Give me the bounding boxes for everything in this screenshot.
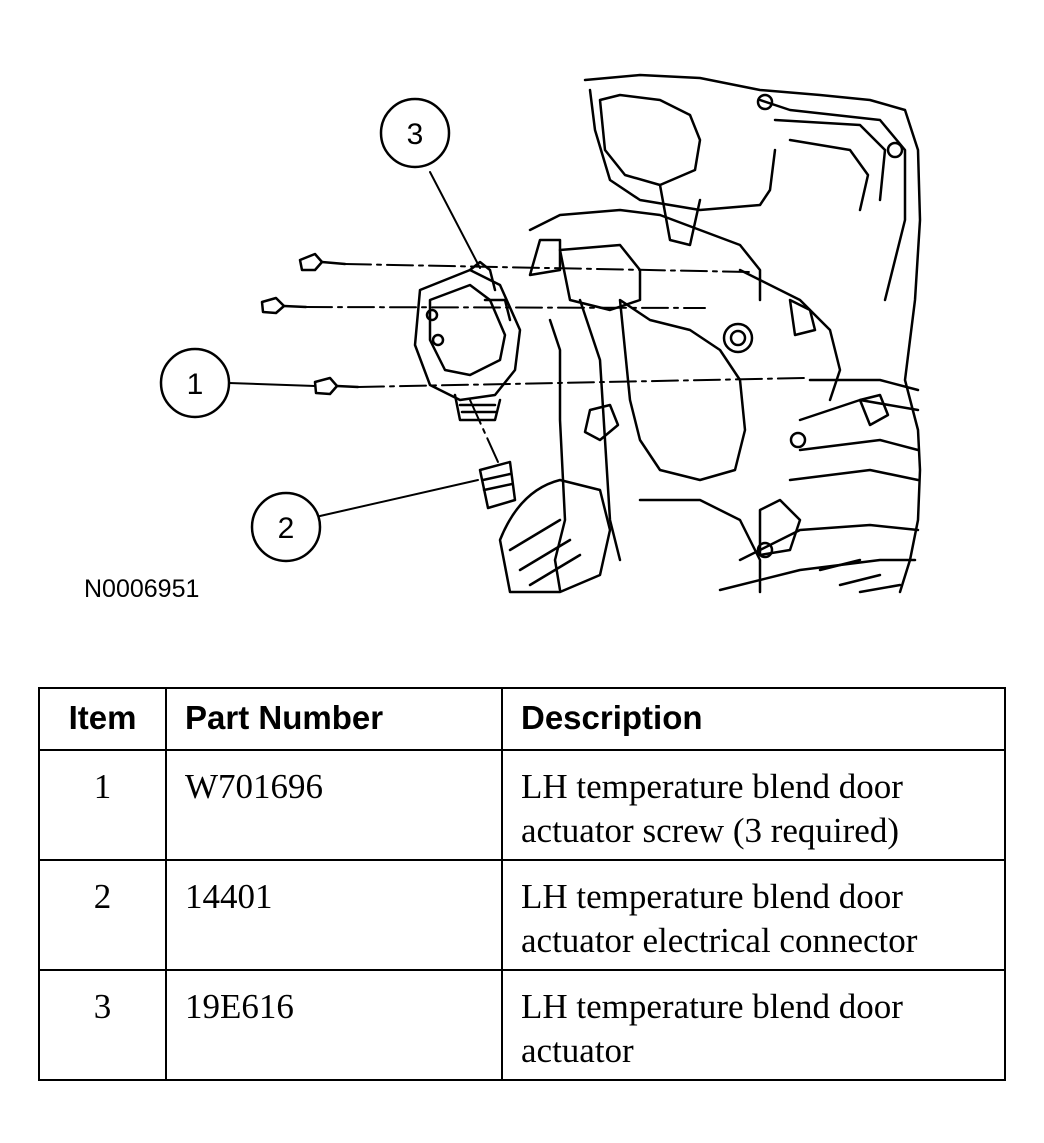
cell-description: LH temperature blend door actuator screw … [501, 749, 1006, 861]
description-line: actuator electrical connector [521, 921, 918, 960]
electrical-connector [478, 460, 517, 510]
header-part-number: Part Number [165, 687, 503, 751]
table-row: 2 14401 LH temperature blend door actuato… [38, 859, 1006, 971]
callout-2-number: 2 [278, 512, 295, 545]
cell-part-number: 14401 [165, 859, 503, 971]
cell-item: 1 [38, 749, 167, 861]
callout-3-number: 3 [407, 118, 424, 151]
cell-item: 2 [38, 859, 167, 971]
leader-lines [228, 171, 481, 517]
cell-description: LH temperature blend door actuator electr… [501, 859, 1006, 971]
callout-1-circle [159, 347, 231, 419]
actuator-illustration: 3 1 2 [159, 73, 922, 594]
description-line: LH temperature blend door [521, 877, 903, 916]
cell-part-number: 19E616 [165, 969, 503, 1081]
callout-1-number: 1 [187, 368, 204, 401]
callout-3-circle [379, 97, 451, 169]
actuator-body [413, 260, 522, 422]
description-line: LH temperature blend door [521, 987, 903, 1026]
cell-item: 3 [38, 969, 167, 1081]
description-line: actuator screw (3 required) [521, 811, 899, 850]
table-row: 3 19E616 LH temperature blend door actuat… [38, 969, 1006, 1081]
cell-description: LH temperature blend door actuator [501, 969, 1006, 1081]
header-description: Description [501, 687, 1006, 751]
hvac-housing [498, 73, 922, 594]
description-line: LH temperature blend door [521, 767, 903, 806]
screws [260, 252, 360, 396]
cell-part-number: W701696 [165, 749, 503, 861]
callout-2-circle [250, 491, 322, 563]
table-row: 1 W701696 LH temperature blend door actua… [38, 749, 1006, 861]
description-line: actuator [521, 1031, 634, 1070]
parts-table: Item Part Number Description 1 W701696 L… [38, 687, 1006, 1081]
header-item: Item [38, 687, 167, 751]
alignment-lines [305, 263, 806, 463]
figure-id-label: N0006951 [84, 575, 200, 603]
table-header-row: Item Part Number Description [38, 687, 1006, 751]
